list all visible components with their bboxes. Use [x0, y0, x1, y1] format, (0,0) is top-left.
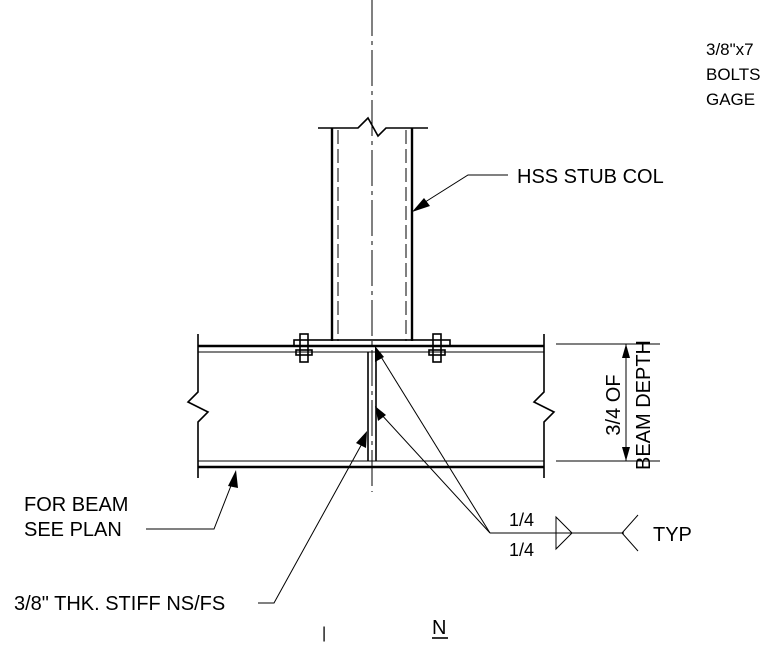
stiffener-leader — [258, 431, 367, 604]
column-break-line — [318, 116, 428, 138]
beam-leader — [146, 470, 238, 530]
beam — [186, 334, 556, 478]
left-bolt — [295, 333, 313, 363]
section-mark: N — [432, 617, 446, 639]
hss-leader — [412, 174, 508, 212]
depth-label-line2: BEAM DEPTH — [633, 340, 655, 470]
hss-stub-column — [318, 116, 428, 341]
cut-note-3: GAGE — [706, 90, 755, 109]
stiffener-plate — [367, 352, 377, 461]
weld-tail — [621, 514, 639, 552]
beam-label-line2: SEE PLAN — [24, 519, 122, 541]
beam-right-break — [532, 334, 556, 478]
weld-size-bottom: 1/4 — [509, 540, 534, 560]
weld-leaders — [375, 346, 491, 534]
stiffener-label: 3/8" THK. STIFF NS/FS — [14, 593, 225, 615]
beam-label-line1: FOR BEAM — [24, 494, 128, 516]
depth-dimension — [556, 343, 660, 462]
depth-label-line1: 3/4 OF — [603, 374, 625, 435]
cut-note-2: BOLTS — [706, 65, 760, 84]
cut-note-1: 3/8"x7 — [706, 40, 754, 59]
tick-mark: | — [322, 625, 326, 642]
hss-label: HSS STUB COL — [517, 166, 664, 188]
typ-label: TYP — [653, 524, 692, 546]
weld-symbol — [490, 514, 639, 552]
right-bolt — [428, 333, 446, 363]
fillet-weld-symbol — [555, 515, 573, 551]
beam-left-break — [186, 334, 210, 478]
weld-size-top: 1/4 — [509, 510, 534, 530]
